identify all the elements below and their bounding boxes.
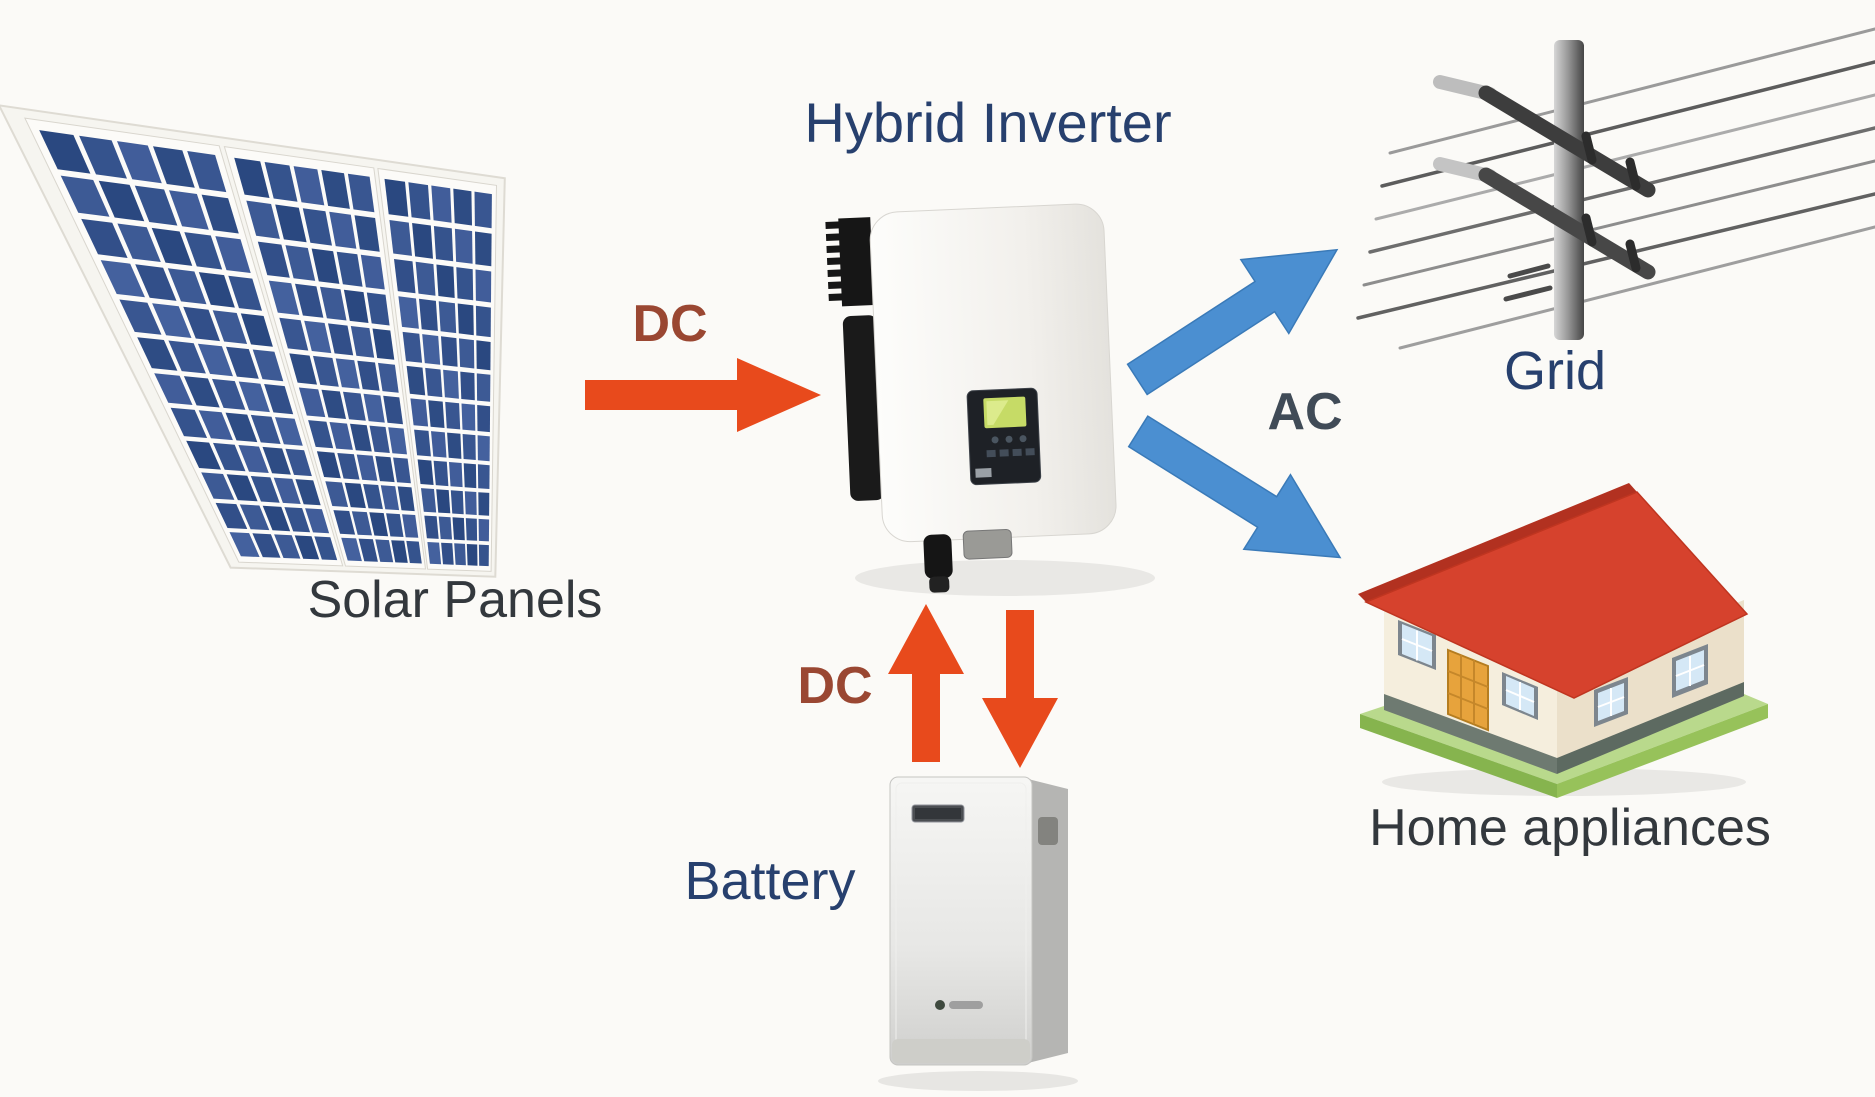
dc-flow-label-top: DC bbox=[632, 295, 708, 353]
panel-sticker bbox=[975, 468, 992, 478]
front-door bbox=[1447, 648, 1489, 732]
battery-side-switch bbox=[1038, 817, 1058, 845]
lcd-glare bbox=[986, 400, 1009, 426]
side-window-left bbox=[1594, 677, 1628, 727]
battery-illustration bbox=[878, 776, 1078, 1091]
lawn-right-edge bbox=[1557, 704, 1768, 798]
dc-arrow-right bbox=[585, 358, 821, 432]
solar-panels-illustration bbox=[0, 104, 506, 578]
heat-sink-fins bbox=[825, 217, 875, 307]
solar-panels-label: Solar Panels bbox=[307, 571, 603, 629]
battery-side bbox=[1028, 779, 1068, 1063]
dc-arrow-down bbox=[982, 610, 1058, 768]
side-window-right bbox=[1672, 644, 1708, 698]
inverter-illustration bbox=[825, 203, 1155, 596]
panel-buttons bbox=[986, 435, 1035, 458]
side-heatsink bbox=[842, 315, 885, 501]
hybrid-inverter-label: Hybrid Inverter bbox=[804, 91, 1172, 154]
front-window-right bbox=[1502, 672, 1538, 720]
battery-front bbox=[889, 776, 1033, 1066]
house-illustration bbox=[1358, 483, 1768, 798]
front-window-left bbox=[1398, 620, 1436, 670]
pole-crossarms bbox=[1433, 75, 1656, 280]
grid-pole-illustration bbox=[1356, 27, 1875, 350]
battery-label: Battery bbox=[684, 851, 856, 911]
battery-shadow bbox=[878, 1071, 1078, 1091]
battery-base bbox=[892, 1039, 1030, 1063]
grid-label: Grid bbox=[1503, 341, 1606, 401]
utility-pole bbox=[1554, 40, 1584, 340]
ac-connector bbox=[962, 528, 1013, 560]
inverter-shadow bbox=[855, 560, 1155, 596]
dc-arrow-up bbox=[888, 604, 964, 762]
roof-back-strip bbox=[1358, 483, 1637, 602]
inverter-body bbox=[869, 203, 1117, 543]
ac-flow-label: AC bbox=[1267, 383, 1343, 441]
home-appliances-label: Home appliances bbox=[1369, 799, 1771, 857]
dc-connector bbox=[923, 534, 953, 579]
ac-arrow-to-grid bbox=[1126, 248, 1339, 396]
plinth-front bbox=[1384, 694, 1557, 774]
battery-logo bbox=[935, 1000, 983, 1010]
dc-connector-tip bbox=[929, 576, 950, 593]
dc-flow-label-battery: DC bbox=[797, 657, 873, 715]
plinth-right bbox=[1557, 682, 1744, 774]
lawn-front-edge bbox=[1360, 714, 1557, 798]
roof bbox=[1364, 491, 1749, 699]
ac-arrow-to-home bbox=[1127, 415, 1342, 559]
